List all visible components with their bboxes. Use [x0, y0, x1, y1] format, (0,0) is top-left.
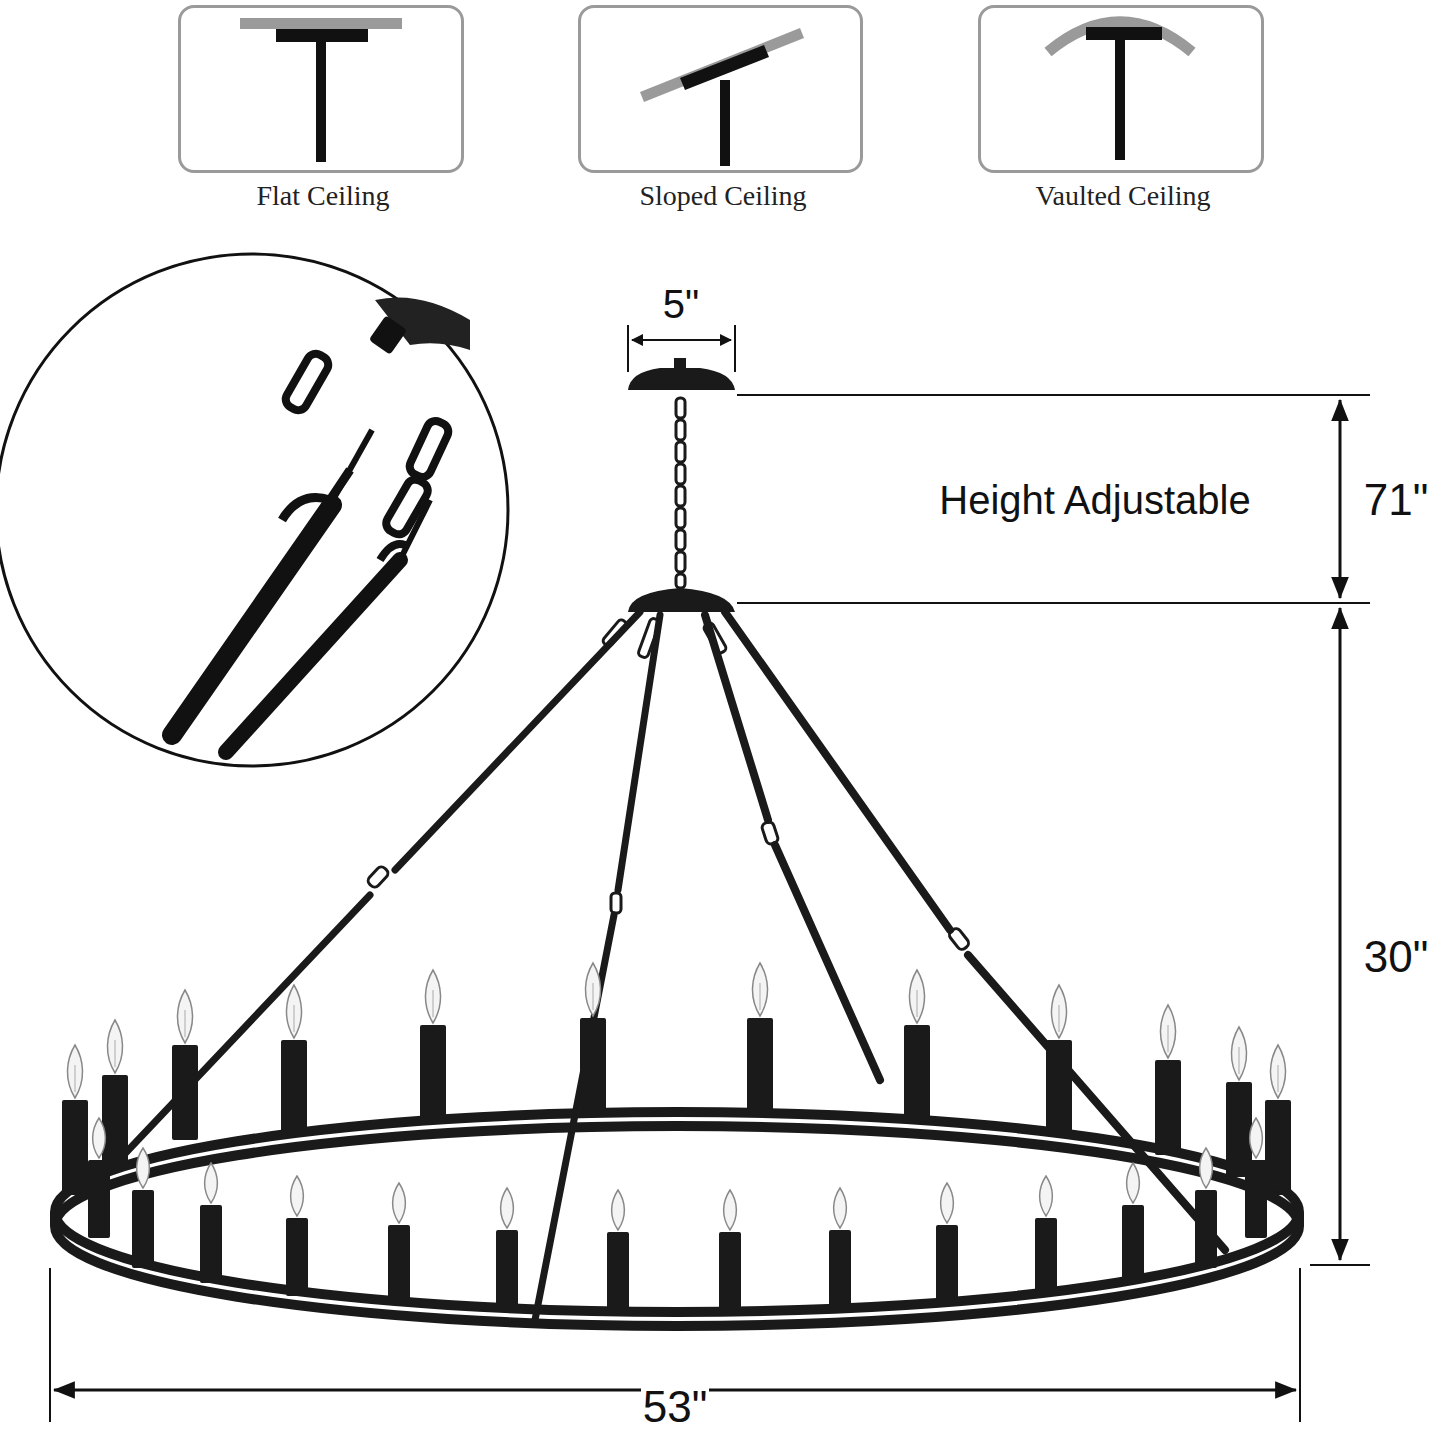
sloped-ceiling-icon: [640, 28, 804, 166]
dimension-label: 71": [1362, 477, 1431, 523]
ceiling-type-label: Flat Ceiling: [257, 181, 390, 212]
dimension-label: 5": [661, 283, 701, 325]
dimension-lines: [50, 325, 1370, 1422]
ceiling-type-label: Vaulted Ceiling: [1036, 181, 1211, 212]
dimension-label: 53": [641, 1384, 710, 1430]
detail-inset: [0, 254, 508, 766]
ceiling-type-box: Vaulted Ceiling: [978, 5, 1264, 173]
chandelier-arms: [100, 612, 1225, 1320]
adjustable-note: Height Adjustable: [937, 479, 1252, 521]
canopy-and-chain: [628, 358, 735, 612]
back-candles: [62, 963, 1291, 1195]
dimension-label: 30": [1362, 934, 1431, 980]
flat-ceiling-icon: [240, 18, 402, 162]
ceiling-type-box: Sloped Ceiling: [578, 5, 863, 173]
front-candles: [88, 1118, 1267, 1310]
ceiling-type-box: Flat Ceiling: [178, 5, 464, 173]
ceiling-type-label: Sloped Ceiling: [639, 181, 806, 212]
chandelier-ring: [55, 1112, 1299, 1326]
vaulted-ceiling-icon: [1048, 22, 1192, 160]
